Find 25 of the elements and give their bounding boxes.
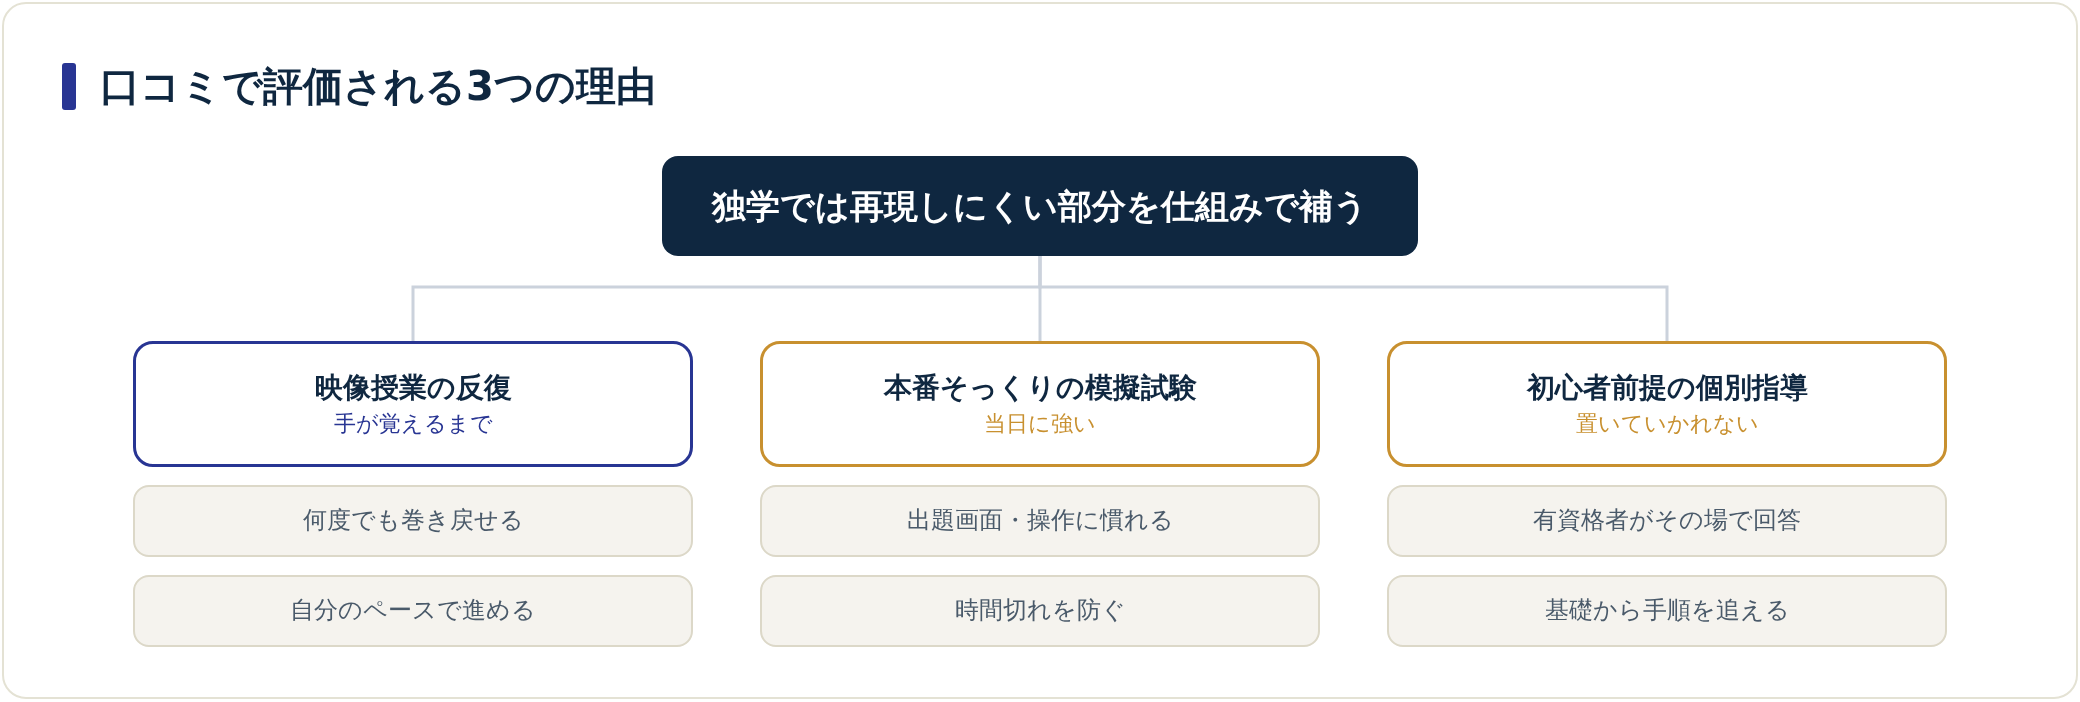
reason-heading: 本番そっくりの模擬試験	[883, 369, 1197, 406]
reason-heading: 映像授業の反復	[314, 369, 512, 406]
detail-text: 自分のペースで進める	[290, 595, 536, 627]
reason-card	[760, 341, 1320, 467]
detail-text: 出題画面・操作に慣れる	[906, 505, 1174, 537]
reason-subtitle: 当日に強い	[984, 409, 1096, 438]
reason-subtitle: 置いていかれない	[1575, 409, 1759, 438]
detail-text: 有資格者がその場で回答	[1533, 505, 1801, 537]
detail-card	[760, 575, 1320, 647]
detail-text: 基礎から手順を追える	[1544, 595, 1790, 627]
reason-card	[1387, 341, 1947, 467]
connector-line	[1038, 256, 1669, 341]
detail-text: 何度でも巻き戻せる	[302, 505, 524, 537]
reason-heading: 初心者前提の個別指導	[1526, 369, 1808, 406]
detail-card	[1387, 485, 1947, 557]
title: 口コミで評価される3つの理由	[100, 62, 656, 111]
summary-text: 独学では再現しにくい部分を仕組みで補う	[712, 184, 1368, 228]
reason-card	[133, 341, 693, 467]
summary-banner	[662, 156, 1418, 256]
detail-card	[133, 485, 693, 557]
detail-card	[1387, 575, 1947, 647]
detail-card	[133, 575, 693, 647]
detail-card	[760, 485, 1320, 557]
reason-subtitle: 手が覚えるまで	[333, 409, 493, 438]
detail-text: 時間切れを防ぐ	[954, 595, 1126, 627]
